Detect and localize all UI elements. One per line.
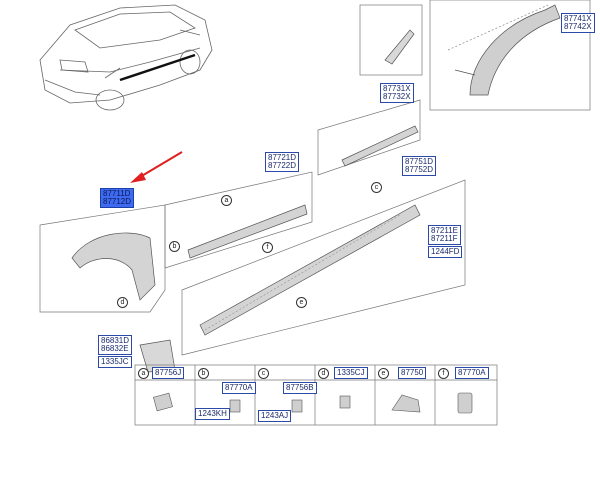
legend-code[interactable]: 87770A xyxy=(222,382,256,394)
legend-code[interactable]: 1243AJ xyxy=(258,410,292,422)
part-number: 87711D xyxy=(103,189,131,198)
ref-letter-e: e xyxy=(296,297,307,308)
legend-table-frame xyxy=(134,364,498,426)
ref-letter-c: c xyxy=(371,182,382,193)
callout-87211[interactable]: 87211E 87211F xyxy=(428,225,461,245)
legend-code[interactable]: 87770A xyxy=(455,367,489,379)
part-number: 87211E xyxy=(431,226,458,235)
legend-letter-e: e xyxy=(378,368,389,379)
pointer-arrow-icon xyxy=(130,151,183,183)
callout-87711-highlighted[interactable]: 87711D 87712D xyxy=(100,188,135,208)
panel-87721 xyxy=(164,171,313,269)
part-number: 1335JC xyxy=(101,357,129,366)
part-number: 87742X xyxy=(564,22,592,31)
legend-letter-d: d xyxy=(318,368,329,379)
part-number: 87721D xyxy=(268,153,297,162)
legend-letter-f: f xyxy=(438,368,449,379)
part-number: 87751D xyxy=(405,157,434,166)
panel-87731 xyxy=(317,99,421,176)
part-number: 87731X xyxy=(383,84,411,93)
callout-87721[interactable]: 87721D 87722D xyxy=(265,152,300,172)
ref-letter-b: b xyxy=(169,241,180,252)
vehicle-illustration xyxy=(39,4,213,111)
panel-small-garnish xyxy=(359,4,423,76)
callout-86831[interactable]: 86831D 86832E xyxy=(98,335,133,355)
legend-code[interactable]: 87756J xyxy=(152,367,185,379)
legend-letter-b: b xyxy=(198,368,209,379)
ref-letter-d: d xyxy=(117,297,128,308)
panel-87711 xyxy=(39,204,166,313)
ref-letter-f: f xyxy=(262,242,273,253)
panel-rear-arch xyxy=(429,0,591,111)
part-number: 87211F xyxy=(431,234,458,243)
legend-code[interactable]: 1335CJ xyxy=(334,367,368,379)
legend-code[interactable]: 87750 xyxy=(398,367,427,379)
panel-87751 xyxy=(181,179,466,356)
part-number: 87741X xyxy=(564,14,592,23)
part-number: 86831D xyxy=(101,336,130,345)
legend-letter-c: c xyxy=(258,368,269,379)
legend-letter-a: a xyxy=(138,368,149,379)
part-number: 87712D xyxy=(103,197,132,206)
part-number: 86832E xyxy=(101,344,129,353)
part-number: 1244FD xyxy=(431,247,460,256)
ref-letter-a: a xyxy=(221,195,232,206)
legend-code[interactable]: 87756B xyxy=(283,382,317,394)
callout-87751[interactable]: 87751D 87752D xyxy=(402,156,437,176)
callout-1244[interactable]: 1244FD xyxy=(428,246,463,258)
legend-part-sketches xyxy=(153,392,473,414)
part-number: 87722D xyxy=(268,161,297,170)
legend-code[interactable]: 1243KH xyxy=(195,408,230,420)
part-number: 87732X xyxy=(383,92,411,101)
callout-87741[interactable]: 87741X 87742X xyxy=(561,13,595,33)
part-number: 87752D xyxy=(405,165,434,174)
callout-1335[interactable]: 1335JC xyxy=(98,356,132,368)
callout-87731[interactable]: 87731X 87732X xyxy=(380,83,414,103)
